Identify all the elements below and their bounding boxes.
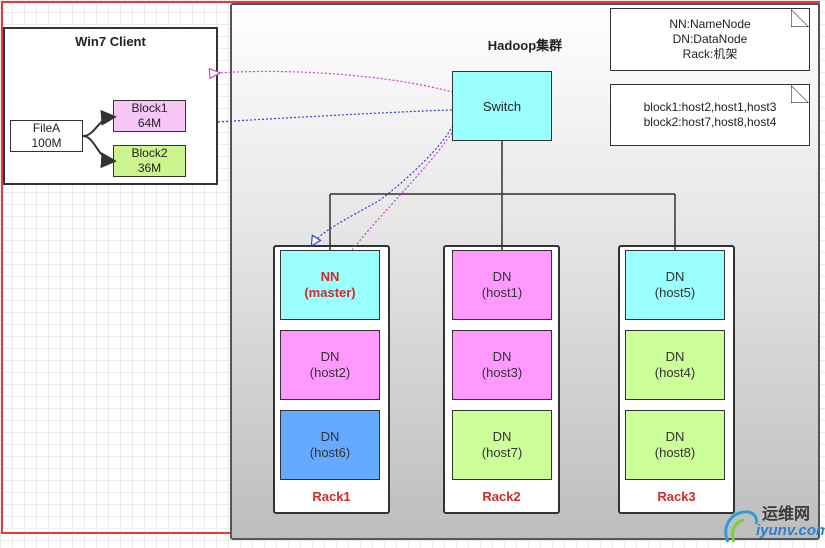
node-rack3-1: DN (host5)	[625, 250, 725, 320]
watermark-cn: 运维网	[762, 506, 811, 523]
placement-line-2: block2:host7,host8,host4	[643, 115, 777, 129]
node-rack1-2: DN (host2)	[280, 330, 380, 400]
watermark-logo-icon	[724, 510, 758, 543]
file-to-block1-link	[82, 109, 117, 137]
pink-flow-line	[218, 71, 466, 251]
client-title: Win7 Client	[75, 34, 146, 49]
watermark-en: iyunv.com	[756, 522, 825, 539]
block1-box: Block1 64M	[113, 100, 186, 132]
placement-note: block1:host2,host1,host3 block2:host7,ho…	[610, 84, 810, 146]
rack2-label: Rack2	[482, 489, 521, 504]
file-size: 100M	[31, 136, 62, 150]
node-host: (host8)	[654, 445, 696, 460]
note-fold-icon	[791, 9, 809, 27]
node-role: DN	[320, 349, 340, 364]
node-rack3-3: DN (host8)	[625, 410, 725, 480]
rack3-label: Rack3	[657, 489, 696, 504]
node-rack2-3: DN (host7)	[452, 410, 552, 480]
block2-size: 36M	[137, 161, 162, 175]
node-role: DN	[492, 269, 512, 284]
node-host: (host3)	[481, 365, 523, 380]
node-rack2-1: DN (host1)	[452, 250, 552, 320]
node-role: DN	[665, 349, 685, 364]
block2-name: Block2	[131, 146, 168, 160]
legend-line-2: DN:DataNode	[672, 32, 748, 46]
node-role: NN	[320, 269, 340, 284]
node-host: (host1)	[481, 285, 523, 300]
file-to-block2-link	[82, 135, 117, 169]
node-rack1-3: DN (host6)	[280, 410, 380, 480]
node-host: (master)	[304, 285, 356, 300]
watermark: 运维网 iyunv.com	[720, 500, 825, 545]
node-role: DN	[665, 269, 685, 284]
node-rack2-2: DN (host3)	[452, 330, 552, 400]
blue-flow-line	[217, 109, 457, 245]
node-host: (host2)	[309, 365, 351, 380]
switch-box: Switch	[452, 71, 552, 141]
node-role: DN	[665, 429, 685, 444]
node-host: (host6)	[309, 445, 351, 460]
placement-line-1: block1:host2,host1,host3	[643, 100, 777, 114]
rack1-label: Rack1	[312, 489, 351, 504]
legend-note: NN:NameNode DN:DataNode Rack:机架	[610, 8, 810, 71]
cluster-title: Hadoop集群	[487, 38, 563, 53]
node-role: DN	[492, 429, 512, 444]
file-name: FileA	[32, 121, 61, 135]
node-host: (host7)	[481, 445, 523, 460]
node-host: (host5)	[654, 285, 696, 300]
node-role: DN	[320, 429, 340, 444]
switch-label: Switch	[482, 98, 522, 114]
legend-line-1: NN:NameNode	[669, 17, 751, 31]
node-rack1-1: NN (master)	[280, 250, 380, 320]
node-rack3-2: DN (host4)	[625, 330, 725, 400]
file-a-box: FileA 100M	[10, 120, 83, 152]
note-fold-icon	[791, 85, 809, 103]
node-host: (host4)	[654, 365, 696, 380]
legend-line-3: Rack:机架	[682, 47, 738, 61]
block1-name: Block1	[131, 101, 168, 115]
block1-size: 64M	[137, 116, 162, 130]
block2-box: Block2 36M	[113, 145, 186, 177]
node-role: DN	[492, 349, 512, 364]
